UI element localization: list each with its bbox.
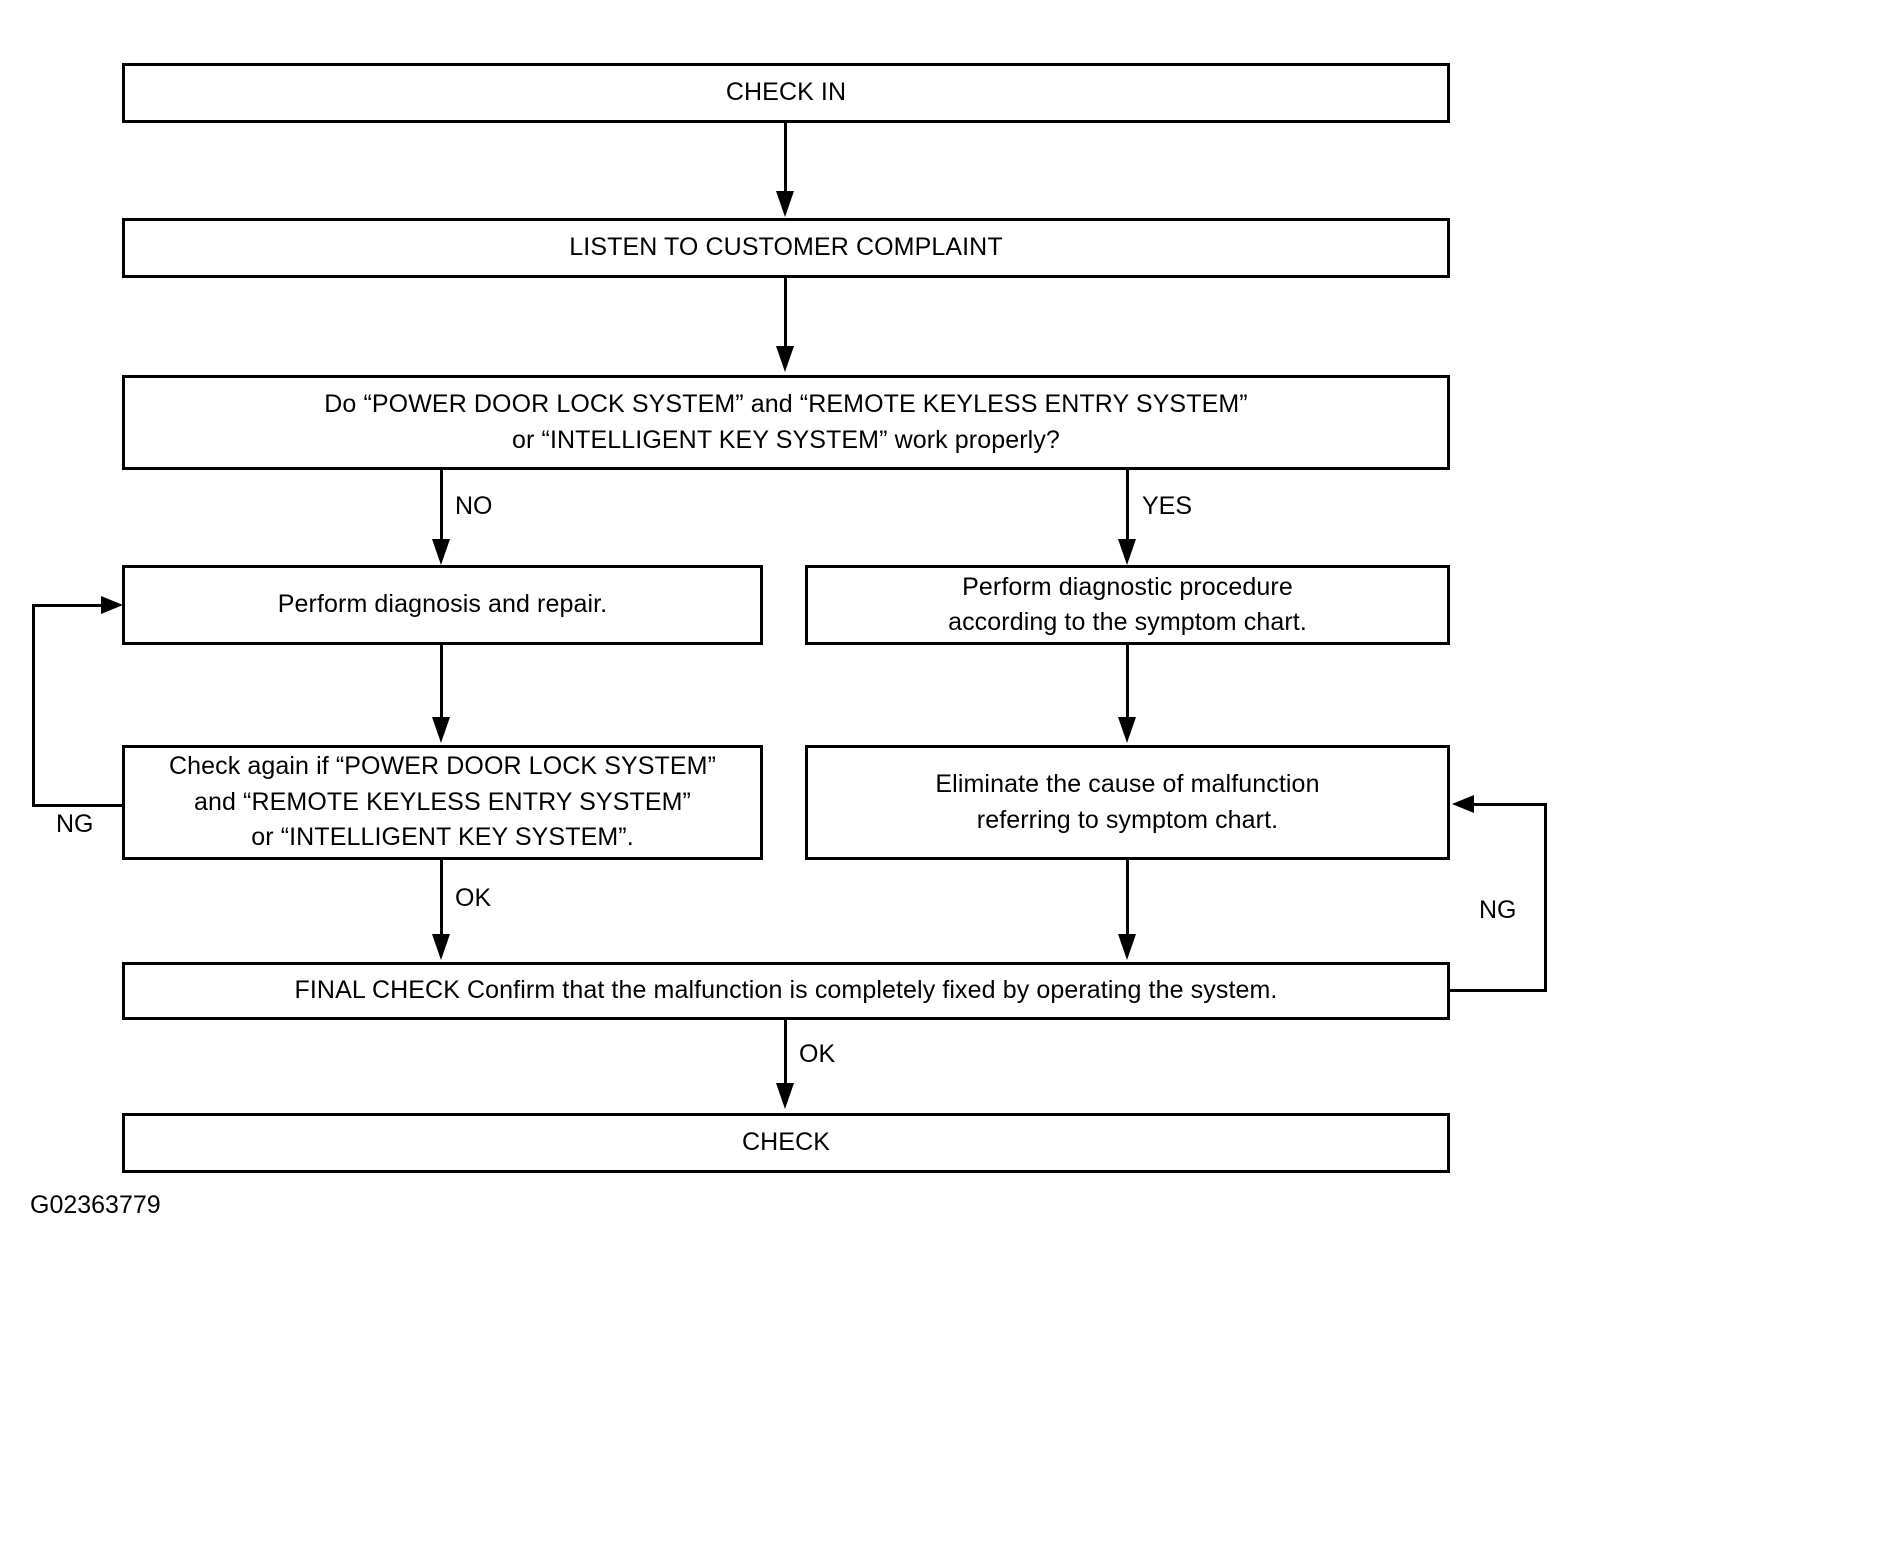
arrowhead-eliminate-to-final xyxy=(1118,934,1136,960)
connector-ng-right-bottom xyxy=(1448,989,1547,992)
connector-checkin-to-listen xyxy=(784,123,787,193)
connector-eliminate-to-final xyxy=(1126,860,1129,936)
connector-decision-no xyxy=(440,470,443,541)
connector-final-to-check xyxy=(784,1020,787,1085)
connector-ng-right-riser xyxy=(1544,803,1547,992)
node-final-check: FINAL CHECK Confirm that the malfunction… xyxy=(122,962,1450,1020)
node-check-in: CHECK IN xyxy=(122,63,1450,123)
edge-label-ng-left: NG xyxy=(56,810,94,838)
node-check-in-label: CHECK IN xyxy=(725,78,847,107)
node-check-again-systems-label: Check again if “POWER DOOR LOCK SYSTEM” … xyxy=(168,752,717,852)
edge-label-ok-bottom: OK xyxy=(799,1040,836,1068)
node-decision-systems-work: Do “POWER DOOR LOCK SYSTEM” and “REMOTE … xyxy=(122,375,1450,470)
arrowhead-final-to-check xyxy=(776,1083,794,1109)
arrowhead-listen-to-decision xyxy=(776,346,794,372)
node-check-out-label: CHECK xyxy=(741,1128,830,1157)
node-perform-diagnostic-procedure-label: Perform diagnostic procedure according t… xyxy=(948,572,1307,637)
node-eliminate-cause-label: Eliminate the cause of malfunction refer… xyxy=(935,770,1320,834)
arrowhead-decision-yes xyxy=(1118,539,1136,565)
connector-ng-left-top xyxy=(32,604,104,607)
node-perform-diagnosis-repair: Perform diagnosis and repair. xyxy=(122,565,763,645)
connector-checkagain-to-final xyxy=(440,860,443,936)
node-check-out: CHECK xyxy=(122,1113,1450,1173)
arrowhead-diagnosis-to-checkagain xyxy=(432,717,450,743)
edge-label-ok-left: OK xyxy=(455,884,492,912)
node-decision-systems-work-label: Do “POWER DOOR LOCK SYSTEM” and “REMOTE … xyxy=(324,390,1248,454)
arrowhead-decision-no xyxy=(432,539,450,565)
node-check-again-systems: Check again if “POWER DOOR LOCK SYSTEM” … xyxy=(122,745,763,860)
connector-ng-right-top xyxy=(1474,803,1547,806)
node-perform-diagnosis-repair-label: Perform diagnosis and repair. xyxy=(277,590,608,619)
node-listen-complaint: LISTEN TO CUSTOMER COMPLAINT xyxy=(122,218,1450,278)
connector-ng-left-riser xyxy=(32,604,35,807)
arrowhead-procedure-to-eliminate xyxy=(1118,717,1136,743)
arrowhead-checkin-to-listen xyxy=(776,191,794,217)
connector-procedure-to-eliminate xyxy=(1126,645,1129,719)
arrowhead-ng-left xyxy=(101,596,123,614)
figure-id-label: G02363779 xyxy=(30,1191,161,1219)
connector-listen-to-decision xyxy=(784,278,787,348)
arrowhead-ng-right xyxy=(1452,795,1474,813)
node-listen-complaint-label: LISTEN TO CUSTOMER COMPLAINT xyxy=(569,233,1003,262)
edge-label-no: NO xyxy=(455,492,493,520)
connector-decision-yes xyxy=(1126,470,1129,541)
node-final-check-label: FINAL CHECK Confirm that the malfunction… xyxy=(294,976,1278,1005)
edge-label-yes: YES xyxy=(1142,492,1193,520)
edge-label-ng-right: NG xyxy=(1479,896,1517,924)
arrowhead-checkagain-to-final xyxy=(432,934,450,960)
node-eliminate-cause: Eliminate the cause of malfunction refer… xyxy=(805,745,1450,860)
connector-ng-left-bottom xyxy=(32,804,124,807)
connector-diagnosis-to-checkagain xyxy=(440,645,443,719)
node-perform-diagnostic-procedure: Perform diagnostic procedure according t… xyxy=(805,565,1450,645)
